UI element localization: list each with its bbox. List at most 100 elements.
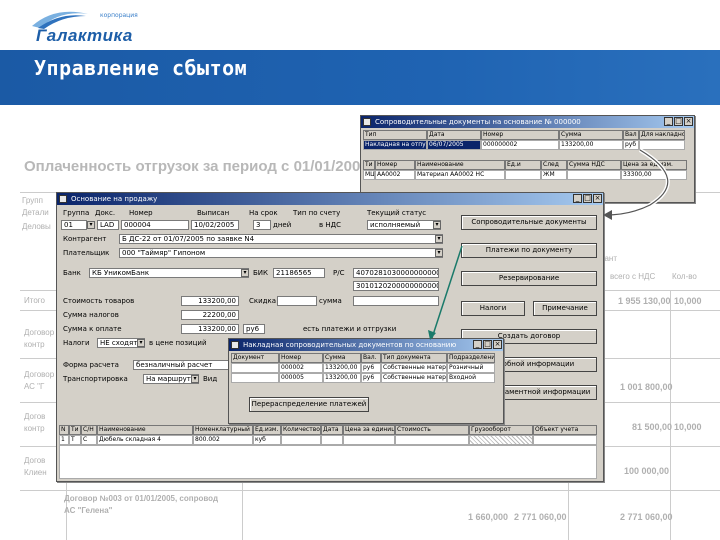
grid-header[interactable]: Наименование bbox=[415, 160, 505, 170]
grid-cell[interactable]: Дюбель складная 4 bbox=[97, 435, 193, 445]
grid-cell[interactable]: 000005 bbox=[279, 373, 323, 383]
grid-cell[interactable]: куб bbox=[253, 435, 281, 445]
grid-header[interactable]: Дата bbox=[321, 425, 343, 435]
grid-header[interactable]: Тип документа bbox=[381, 353, 447, 363]
grid-header[interactable]: След bbox=[541, 160, 567, 170]
grid-header[interactable]: Грузооборот bbox=[469, 425, 533, 435]
grid-header[interactable]: Номер bbox=[279, 353, 323, 363]
accompanying-docs-button[interactable]: Сопроводительные документы bbox=[461, 215, 597, 230]
note-button[interactable]: Примечание bbox=[533, 301, 597, 316]
grid-cell[interactable]: Собственные материалы bbox=[381, 373, 447, 383]
grid-cell[interactable] bbox=[231, 373, 279, 383]
grid-cell[interactable] bbox=[469, 435, 533, 445]
taxes-dropdown-icon[interactable]: ▾ bbox=[137, 339, 145, 347]
grid-cell[interactable]: Собственные материалы bbox=[381, 363, 447, 373]
close-icon[interactable]: × bbox=[684, 117, 693, 126]
counterparty-dropdown-icon[interactable]: ▾ bbox=[435, 235, 443, 243]
grid-cell[interactable]: 06/07/2005 bbox=[427, 140, 481, 150]
payer-dropdown-icon[interactable]: ▾ bbox=[435, 249, 443, 257]
grid-cell[interactable]: Материал АА0002 НС bbox=[415, 170, 505, 180]
grid-header[interactable]: N bbox=[59, 425, 69, 435]
minimize-icon[interactable]: _ bbox=[664, 117, 673, 126]
grid-header[interactable]: Дата bbox=[427, 130, 481, 140]
grid-cell[interactable]: 133200,00 bbox=[323, 373, 361, 383]
grid-header[interactable]: Цена за единицу bbox=[343, 425, 395, 435]
group-dropdown-icon[interactable]: ▾ bbox=[87, 221, 95, 229]
minimize-icon[interactable]: _ bbox=[473, 340, 482, 349]
grid-header[interactable]: Документ bbox=[231, 353, 279, 363]
grid-header[interactable]: Номенклатурный номер bbox=[193, 425, 253, 435]
grid-header[interactable]: Сумма bbox=[559, 130, 623, 140]
grid-header[interactable]: Сумма bbox=[323, 353, 361, 363]
grid-cell[interactable]: Розничный bbox=[447, 363, 495, 373]
calc-form-field[interactable]: безналичный расчет bbox=[133, 360, 229, 370]
grid-cell[interactable]: С bbox=[81, 435, 97, 445]
grid-header[interactable]: С/Н bbox=[81, 425, 97, 435]
taxes-button[interactable]: Налоги bbox=[461, 301, 525, 316]
discount-field[interactable] bbox=[277, 296, 317, 306]
grid-cell[interactable]: руб bbox=[623, 140, 639, 150]
pay-currency-field[interactable]: ру6 bbox=[243, 324, 265, 334]
grid-cell[interactable]: МЦ bbox=[363, 170, 375, 180]
grid-header[interactable]: Цена за ед.изм. bbox=[621, 160, 687, 170]
tax-sum-field[interactable]: 22200,00 bbox=[181, 310, 239, 320]
grid-cell[interactable] bbox=[505, 170, 541, 180]
pay-sum-field[interactable]: 133200,00 bbox=[181, 324, 239, 334]
grid-cell[interactable]: АА0002 bbox=[375, 170, 415, 180]
grid-header[interactable]: Количество bbox=[281, 425, 321, 435]
goods-cost-field[interactable]: 133200,00 bbox=[181, 296, 239, 306]
bik-field[interactable]: 21186565 bbox=[273, 268, 325, 278]
grid-header[interactable]: Сумма НДС bbox=[567, 160, 621, 170]
grid-header[interactable]: Для накладной bbox=[639, 130, 685, 140]
grid-header[interactable]: Объект учета bbox=[533, 425, 597, 435]
grid-cell[interactable]: Накладная на отпуск bbox=[363, 140, 427, 150]
grid-header[interactable]: Ед.и bbox=[505, 160, 541, 170]
minimize-icon[interactable]: _ bbox=[573, 194, 582, 203]
grid-cell[interactable] bbox=[395, 435, 469, 445]
grid-header[interactable]: Номер bbox=[375, 160, 415, 170]
correspondent-account-field[interactable]: 30101202000000000000 bbox=[353, 281, 439, 291]
close-icon[interactable]: × bbox=[593, 194, 602, 203]
grid-header[interactable]: Вал. bbox=[361, 353, 381, 363]
maximize-icon[interactable]: □ bbox=[483, 340, 492, 349]
doc-payments-button[interactable]: Платежи по документу bbox=[461, 243, 597, 258]
grid-header[interactable]: Номер bbox=[481, 130, 559, 140]
grid-cell[interactable]: 133200,00 bbox=[559, 140, 623, 150]
grid-header[interactable]: Ти bbox=[69, 425, 81, 435]
grid-cell[interactable] bbox=[567, 170, 621, 180]
counterparty-field[interactable]: Б ДС-22 от 01/07/2005 по заявке N4 bbox=[119, 234, 443, 244]
maximize-icon[interactable]: □ bbox=[674, 117, 683, 126]
group-field[interactable]: 01 bbox=[61, 220, 87, 230]
maximize-icon[interactable]: □ bbox=[583, 194, 592, 203]
grid-header[interactable]: Подразделение bbox=[447, 353, 495, 363]
grid-cell[interactable] bbox=[231, 363, 279, 373]
grid-cell[interactable] bbox=[321, 435, 343, 445]
term-days-field[interactable]: 3 bbox=[253, 220, 271, 230]
grid-header[interactable]: Тип bbox=[363, 130, 427, 140]
number-field[interactable]: 000004 bbox=[121, 220, 189, 230]
grid-header[interactable]: Ти bbox=[363, 160, 375, 170]
grid-cell[interactable]: Входной bbox=[447, 373, 495, 383]
grid-cell[interactable]: 800.002 bbox=[193, 435, 253, 445]
grid-cell[interactable] bbox=[343, 435, 395, 445]
issued-date-field[interactable]: 10/02/2005 bbox=[191, 220, 239, 230]
redistribute-payments-button[interactable]: Перераспределение платежей bbox=[249, 397, 369, 412]
grid-header[interactable]: Вал bbox=[623, 130, 639, 140]
grid-cell[interactable]: 000000002 bbox=[481, 140, 559, 150]
status-field[interactable]: исполняемый bbox=[367, 220, 441, 230]
close-icon[interactable]: × bbox=[493, 340, 502, 349]
grid-cell[interactable] bbox=[281, 435, 321, 445]
grid-cell[interactable]: 1 bbox=[59, 435, 69, 445]
payer-field[interactable]: 000 "Таймяр" Гипоном bbox=[119, 248, 443, 258]
grid-cell[interactable]: ЖМ bbox=[541, 170, 567, 180]
bank-dropdown-icon[interactable]: ▾ bbox=[241, 269, 249, 277]
grid-cell[interactable]: 000002 bbox=[279, 363, 323, 373]
grid-cell[interactable]: 133200,00 bbox=[323, 363, 361, 373]
grid-header[interactable]: Стоимость bbox=[395, 425, 469, 435]
grid-cell[interactable]: Т bbox=[69, 435, 81, 445]
grid-cell[interactable] bbox=[639, 140, 685, 150]
rs-field[interactable]: 40702810300000000001 bbox=[353, 268, 439, 278]
grid-cell[interactable] bbox=[533, 435, 597, 445]
grid-cell[interactable]: ру6 bbox=[361, 363, 381, 373]
bank-field[interactable]: КБ УникомБанк bbox=[89, 268, 249, 278]
